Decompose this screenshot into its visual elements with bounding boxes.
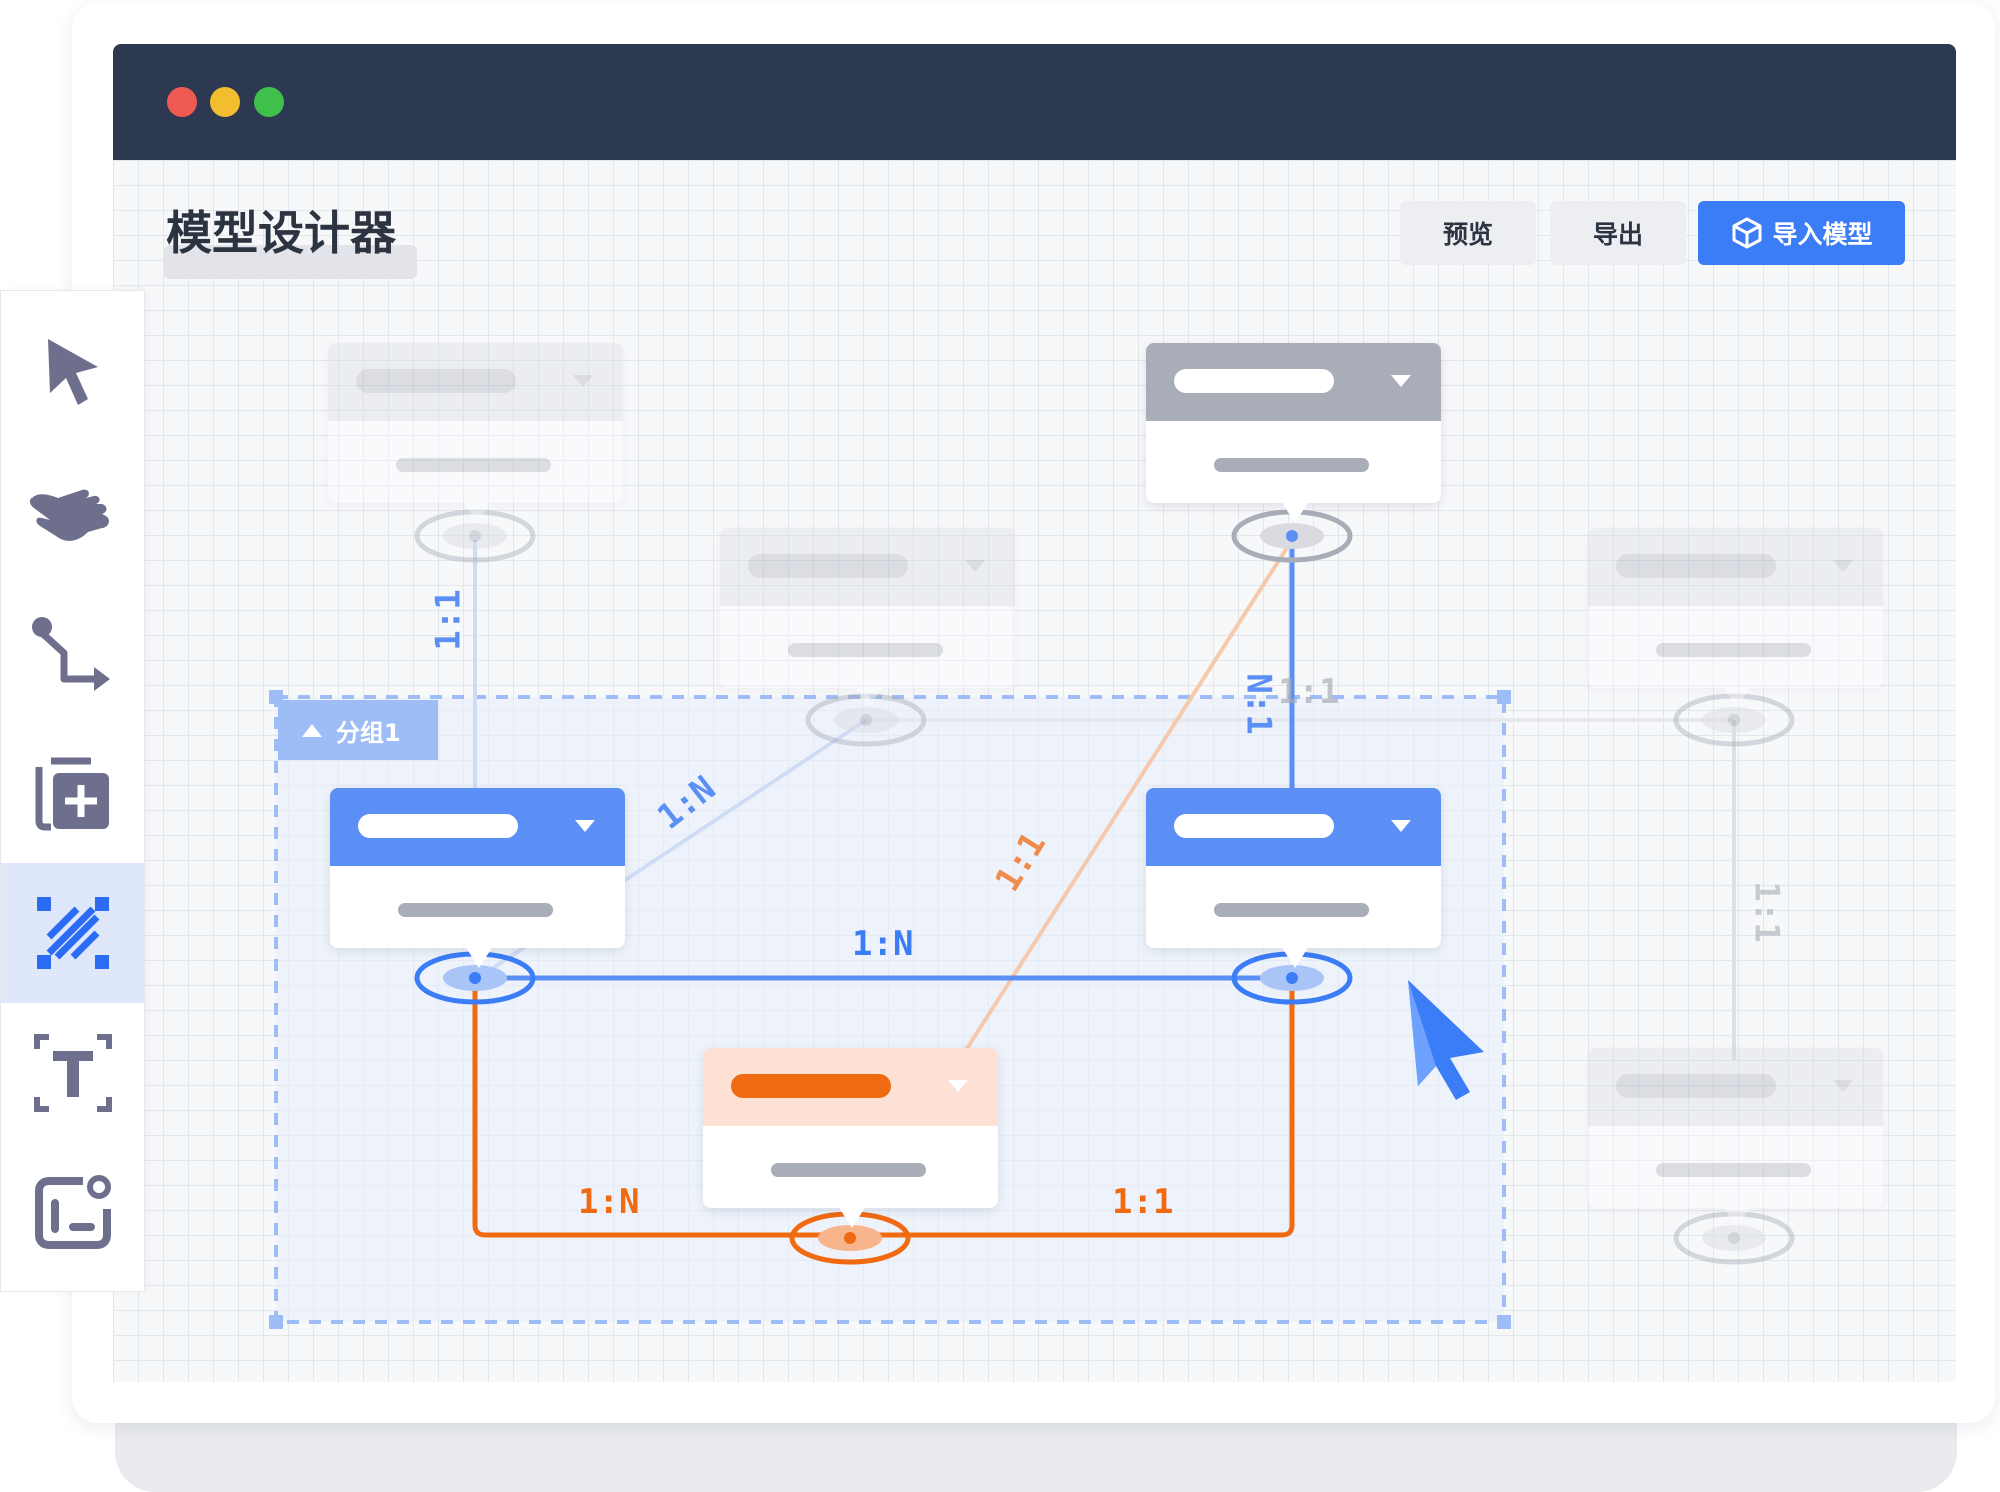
maximize-window-button[interactable] xyxy=(254,87,284,117)
anchor-right-mid xyxy=(1673,693,1795,747)
page-title: 模型设计器 xyxy=(166,206,396,260)
relation-label: 1:1 xyxy=(1112,1182,1174,1222)
component-icon xyxy=(34,1175,111,1249)
title-bar xyxy=(113,44,1956,160)
text-icon xyxy=(33,1034,112,1112)
close-window-button[interactable] xyxy=(167,87,197,117)
link-faded-orange xyxy=(964,538,1294,1052)
export-button[interactable]: 导出 xyxy=(1550,201,1686,265)
minimize-window-button[interactable] xyxy=(210,87,240,117)
add-copy-icon xyxy=(35,757,109,831)
relation-label: 1:1 xyxy=(1746,881,1787,943)
anchor-top-mid xyxy=(805,693,927,747)
hand-icon xyxy=(29,489,109,541)
preview-button[interactable]: 预览 xyxy=(1400,201,1536,265)
collapse-arrow-icon[interactable] xyxy=(302,723,322,737)
tool-palette xyxy=(0,290,145,1292)
add-node-tool[interactable] xyxy=(1,725,144,865)
marquee-icon xyxy=(36,897,109,969)
entity-node-blue-right[interactable] xyxy=(1146,788,1441,968)
anchor-right-bottom xyxy=(1673,1211,1795,1265)
import-model-button[interactable]: 导入模型 xyxy=(1698,201,1905,265)
group-handle-br xyxy=(1497,1315,1511,1329)
group-handle-bl xyxy=(269,1315,283,1329)
entity-node-blue-left[interactable] xyxy=(330,788,625,968)
link-orange-left xyxy=(472,978,850,1238)
group-select-tool[interactable] xyxy=(1,863,144,1003)
connect-tool[interactable] xyxy=(1,583,144,723)
anchor-top-left xyxy=(414,509,536,563)
entity-node-orange[interactable] xyxy=(703,1048,998,1228)
relation-label: 1:N xyxy=(852,924,914,964)
entity-node-top-left[interactable] xyxy=(328,343,623,523)
entity-node-far-right-bottom[interactable] xyxy=(1588,1048,1883,1228)
relation-label: 1:1 xyxy=(1278,672,1340,712)
relation-label: 1:1 xyxy=(428,589,469,651)
link-orange-right xyxy=(850,978,1295,1238)
entity-node-mid-top[interactable] xyxy=(720,528,1015,708)
cube-icon xyxy=(1732,217,1762,249)
connector-icon xyxy=(31,617,110,691)
group-handle-tr xyxy=(1497,690,1511,704)
entity-node-top-right[interactable] xyxy=(1146,343,1441,523)
pan-tool[interactable] xyxy=(1,441,144,581)
pointer-cursor-icon xyxy=(1408,980,1484,1100)
text-tool[interactable] xyxy=(1,1003,144,1143)
component-tool[interactable] xyxy=(1,1143,144,1283)
group-label: 分组1 xyxy=(336,718,401,747)
group-tag[interactable]: 分组1 xyxy=(278,700,438,760)
title-highlight xyxy=(164,245,417,279)
relation-label: N:1 xyxy=(1238,673,1279,735)
import-model-label: 导入模型 xyxy=(1772,220,1873,249)
relation-label: 1:N xyxy=(578,1182,640,1222)
entity-node-far-right[interactable] xyxy=(1588,528,1883,708)
select-tool[interactable] xyxy=(1,303,144,443)
cursor-icon xyxy=(47,339,98,405)
